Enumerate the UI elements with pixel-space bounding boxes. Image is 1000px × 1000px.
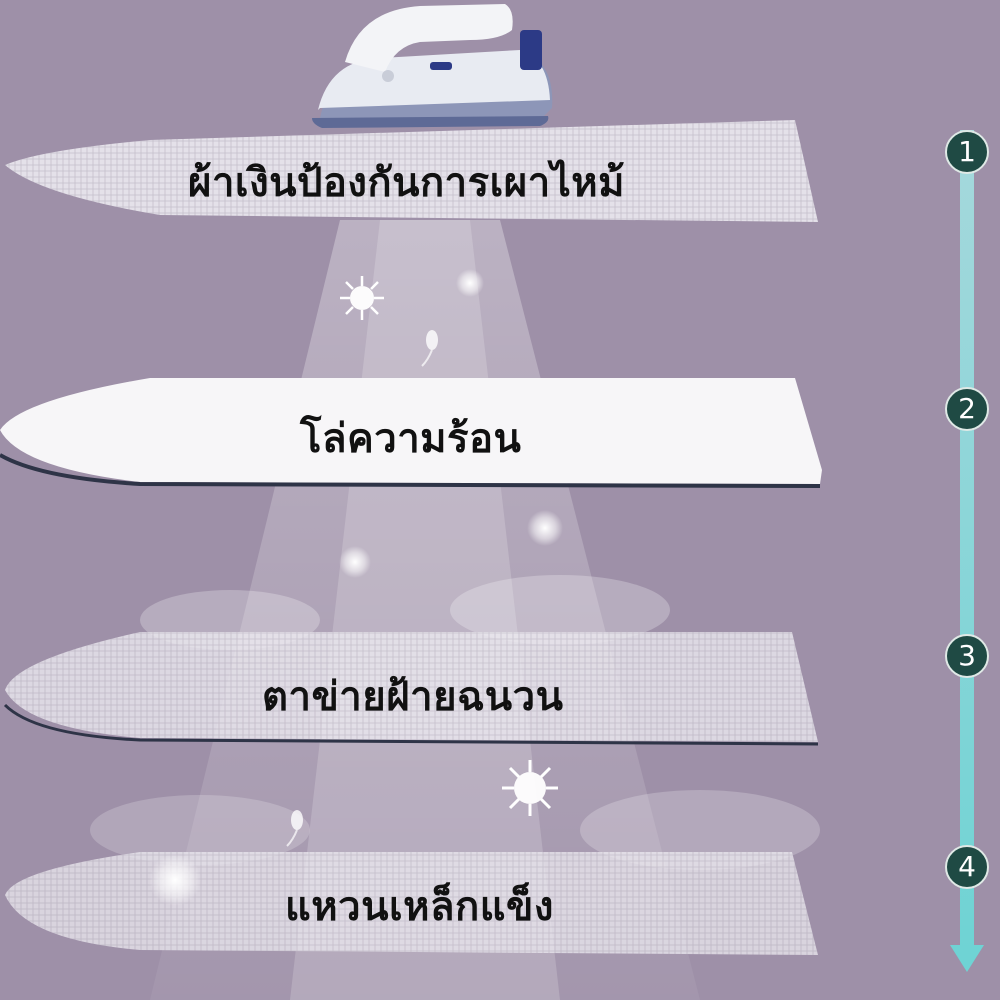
steam-iron-icon xyxy=(312,4,553,128)
board-layer-1 xyxy=(5,120,818,222)
step-badge-2: 2 xyxy=(945,387,989,431)
steam-particles xyxy=(149,269,563,906)
virus-germ-icon xyxy=(502,760,558,816)
layer-label-1: ผ้าเงินป้องกันการเผาไหม้ xyxy=(188,160,626,206)
virus-germ-icon xyxy=(340,276,384,320)
step-badge-4: 4 xyxy=(945,845,989,889)
down-arrow-icon xyxy=(950,130,984,972)
board-layer-3 xyxy=(3,632,819,746)
layer-label-3: ตาข่ายฝ้ายฉนวน xyxy=(262,674,564,720)
board-layer-4 xyxy=(5,852,818,955)
step-badge-3: 3 xyxy=(945,634,989,678)
layer-label-2: โล่ความร้อน xyxy=(300,416,522,462)
layer-label-4: แหวนเหล็กแข็ง xyxy=(285,884,554,930)
board-layer-2 xyxy=(0,378,822,488)
step-badge-1: 1 xyxy=(945,130,989,174)
